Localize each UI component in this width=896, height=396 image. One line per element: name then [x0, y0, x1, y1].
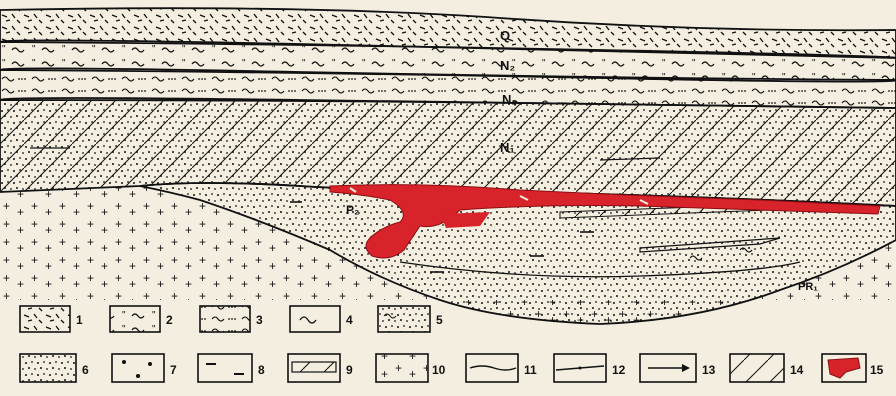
svg-text:3: 3	[256, 313, 263, 327]
svg-text:5: 5	[436, 313, 443, 327]
label-p2: P₂	[346, 203, 359, 217]
legend-item-5: 5	[378, 306, 443, 332]
svg-text:15: 15	[870, 363, 884, 377]
legend: 1 2 3 4 5 6 7	[20, 306, 884, 382]
svg-text:11: 11	[524, 363, 537, 377]
legend-item-12: 12	[554, 354, 626, 382]
legend-item-2: 2	[110, 306, 173, 332]
legend-item-4: 4	[290, 306, 353, 332]
svg-text:8: 8	[258, 363, 265, 377]
legend-item-1: 1	[20, 306, 83, 332]
svg-text:4: 4	[346, 313, 353, 327]
legend-item-9: 9	[288, 354, 353, 382]
svg-text:14: 14	[790, 363, 804, 377]
svg-text:10: 10	[432, 363, 446, 377]
svg-text:2: 2	[166, 313, 173, 327]
legend-item-3: 3	[200, 306, 263, 332]
legend-item-15: 15	[822, 354, 884, 382]
legend-item-11: 11	[466, 354, 537, 382]
legend-item-10: 10	[376, 354, 446, 382]
label-pr1: PR₁	[798, 281, 818, 293]
svg-text:9: 9	[346, 363, 353, 377]
legend-item-6: 6	[20, 354, 89, 382]
label-q: Q	[500, 28, 510, 43]
svg-text:7: 7	[170, 363, 177, 377]
svg-text:12: 12	[612, 363, 626, 377]
label-n2-upper: N₂	[500, 58, 515, 73]
label-n1: N₁	[500, 140, 515, 155]
legend-item-8: 8	[198, 354, 265, 382]
svg-text:6: 6	[82, 363, 89, 377]
svg-text:13: 13	[702, 363, 716, 377]
legend-item-7: 7	[112, 354, 177, 382]
svg-text:1: 1	[76, 313, 83, 327]
legend-item-13: 13	[640, 354, 716, 382]
label-n2-lower: N₂	[502, 92, 517, 107]
legend-item-14: 14	[730, 354, 804, 382]
